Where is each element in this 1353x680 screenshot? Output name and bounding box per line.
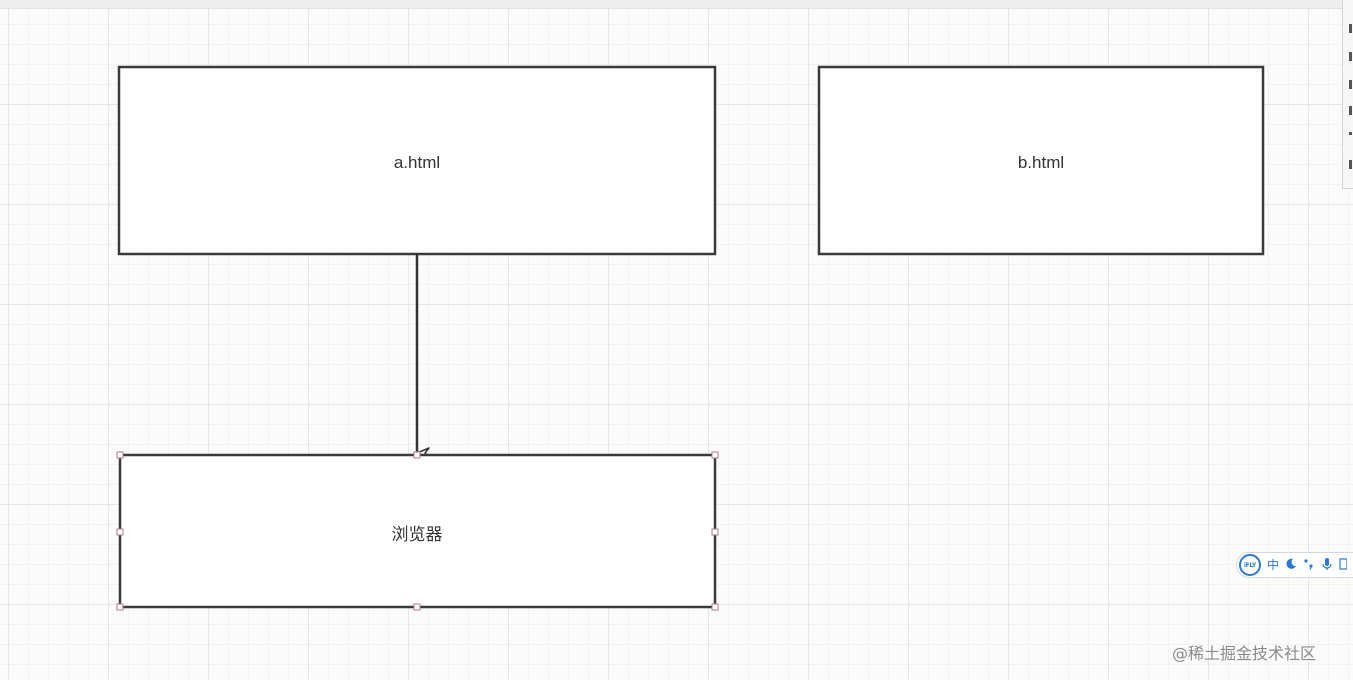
node-browser[interactable]: 浏览器 [116, 451, 719, 611]
node-b-html-box[interactable] [817, 65, 1265, 256]
selection-handle[interactable] [711, 603, 719, 611]
node-a-html-box[interactable] [117, 65, 717, 256]
punctuation-icon[interactable] [1303, 558, 1315, 572]
selection-handle[interactable] [413, 603, 421, 611]
moon-icon[interactable] [1285, 558, 1297, 572]
panel-mark [1349, 24, 1352, 33]
selection-handle[interactable] [116, 603, 124, 611]
keyboard-icon[interactable] [1339, 558, 1348, 572]
selection-handle[interactable] [116, 528, 124, 536]
ime-toolbar[interactable]: iFLY 中 [1236, 552, 1353, 578]
panel-mark [1349, 132, 1352, 135]
node-a-html-label: a.html [394, 153, 440, 172]
format-side-panel[interactable] [1342, 0, 1353, 189]
panel-mark [1349, 160, 1352, 169]
node-a-html[interactable]: a.html [117, 65, 717, 256]
panel-mark [1349, 106, 1352, 115]
panel-mark [1349, 52, 1352, 61]
watermark: @稀土掘金技术社区 [1172, 644, 1317, 663]
selection-handle[interactable] [711, 528, 719, 536]
selection-handle[interactable] [711, 451, 719, 459]
panel-mark [1349, 80, 1352, 89]
node-b-html-label: b.html [1018, 153, 1064, 172]
node-b-html[interactable]: b.html [817, 65, 1265, 256]
microphone-icon[interactable] [1321, 557, 1333, 573]
selection-handle[interactable] [116, 451, 124, 459]
node-browser-label: 浏览器 [392, 525, 443, 544]
ime-mode-toggle[interactable]: 中 [1267, 558, 1280, 572]
top-toolbar-strip [0, 0, 1353, 9]
selection-handle[interactable] [413, 451, 421, 459]
ifly-logo-icon[interactable]: iFLY [1239, 554, 1261, 576]
